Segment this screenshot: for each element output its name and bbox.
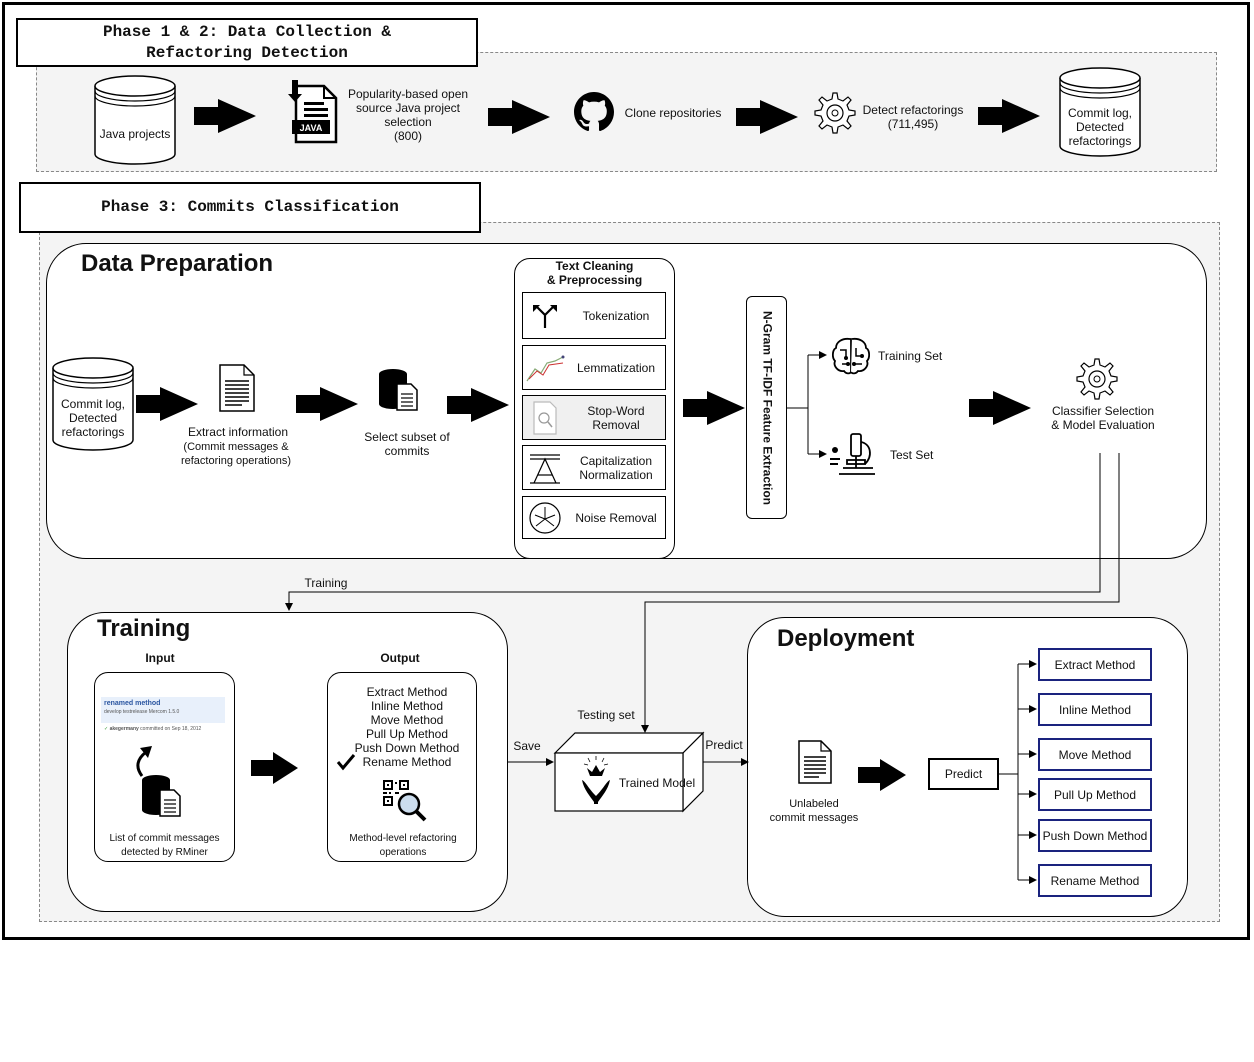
commit-meta: committed on Sep 18, 2012 <box>140 726 202 732</box>
database-icon <box>1059 67 1141 157</box>
detect-label: Detect refactorings (711,495) <box>862 103 964 131</box>
commit-author: akegermany <box>109 726 139 732</box>
save-label: Save <box>513 739 541 753</box>
output-label: Output <box>380 651 420 665</box>
github-icon <box>574 92 614 132</box>
test-set-label: Test Set <box>890 448 934 462</box>
database-document-icon <box>142 775 181 817</box>
phase3-title: Phase 3: Commits Classification <box>19 182 481 233</box>
tokenization-label: Tokenization <box>582 308 650 323</box>
deploy-output-move-method: Move Method <box>1038 738 1152 771</box>
phase12-title: Phase 1 & 2: Data Collection & Refactori… <box>16 18 478 67</box>
commit-meta-line: ✓ akegermany committed on Sep 18, 2012 <box>104 726 202 732</box>
lemmatization-label: Lemmatization <box>576 360 656 375</box>
crown-hands-icon <box>582 756 610 804</box>
training-flow-label: Training <box>304 576 348 590</box>
subset-label: Select subset of commits <box>364 430 450 458</box>
output-item: Move Method <box>370 713 444 727</box>
capitalization-box: Capitalization Normalization <box>522 445 666 490</box>
output-item: Push Down Method <box>354 741 460 755</box>
java-icon-text: JAVA <box>300 123 323 133</box>
deploy-output-inline-method: Inline Method <box>1038 693 1152 726</box>
commit-tag-3: Mercom 1.5.0 <box>148 709 180 715</box>
deploy-output-push-down-method: Push Down Method <box>1038 819 1152 852</box>
deploy-output-pull-up-method: Pull Up Method <box>1038 778 1152 811</box>
training-set-label: Training Set <box>878 349 943 363</box>
lemmatization-box: Lemmatization <box>522 345 666 390</box>
checkmark-icon <box>336 754 356 771</box>
qr-search-icon <box>383 780 427 822</box>
output-item: Rename Method <box>362 755 452 769</box>
dp-commit-log-label: Commit log, Detected refactorings <box>60 397 125 439</box>
database-icon <box>94 75 176 165</box>
input-caption: List of commit messages detected by RMin… <box>109 833 220 858</box>
input-label: Input <box>145 651 175 665</box>
clone-label: Clone repositories <box>624 106 722 120</box>
testing-set-label: Testing set <box>577 708 635 722</box>
gear-icon <box>1076 358 1118 400</box>
output-item: Inline Method <box>370 699 444 713</box>
stop-word-label: Stop-Word Removal <box>587 403 645 432</box>
text-case-icon <box>530 453 560 484</box>
commit-title: renamed method <box>104 700 161 707</box>
output-box <box>327 672 477 862</box>
deployment-title: Deployment <box>777 625 915 652</box>
output-item: Extract Method <box>366 685 448 699</box>
text-cleaning-title: Text Cleaning & Preprocessing <box>546 259 643 287</box>
java-file-icon: JAVA <box>288 80 338 144</box>
chart-line-icon <box>526 355 565 381</box>
gear-icon <box>814 92 856 134</box>
tokenization-box: Tokenization <box>522 292 666 339</box>
trained-model-label: Trained Model <box>618 776 696 790</box>
document-icon <box>219 364 255 412</box>
extract-sub-label: (Commit messages & refactoring operation… <box>180 441 292 467</box>
ngram-label: N-Gram TF-IDF Feature Extraction <box>760 310 775 506</box>
curved-arrow-icon <box>136 746 152 777</box>
commit-card: renamed method develop testrelease Merco… <box>101 697 225 723</box>
output-list: Extract Method Inline Method Move Method… <box>340 685 474 769</box>
noise-removal-box: Noise Removal <box>522 496 666 539</box>
popularity-label: Popularity-based open source Java projec… <box>347 87 469 143</box>
document-search-icon <box>533 400 557 435</box>
diagram-frame <box>2 2 1250 940</box>
noise-removal-label: Noise Removal <box>575 510 657 525</box>
commit-tag-1: develop <box>104 709 122 715</box>
unlabeled-label: Unlabeled commit messages <box>769 798 859 824</box>
brain-icon <box>831 337 871 375</box>
capitalization-label: Capitalization Normalization <box>579 453 653 482</box>
asterisk-icon <box>529 501 561 534</box>
stop-word-box: Stop-Word Removal <box>522 395 666 440</box>
commit-tag-2: testrelease <box>122 709 148 715</box>
deploy-output-rename-method: Rename Method <box>1038 864 1152 897</box>
java-projects-label: Java projects <box>99 127 171 141</box>
extract-label: Extract information <box>187 425 289 439</box>
output-item: Pull Up Method <box>365 727 449 741</box>
trained-model-box <box>553 731 705 813</box>
predict-edge-label: Predict <box>705 738 743 752</box>
document-icon <box>798 740 832 784</box>
output-caption: Method-level refactoring operations <box>349 833 457 858</box>
commit-log-label: Commit log, Detected refactorings <box>1067 106 1132 148</box>
data-preparation-title: Data Preparation <box>81 250 274 277</box>
training-title: Training <box>97 615 191 642</box>
classifier-label: Classifier Selection & Model Evaluation <box>1051 404 1155 432</box>
deploy-output-extract-method: Extract Method <box>1038 648 1152 681</box>
microscope-icon <box>830 433 875 475</box>
fork-icon <box>533 304 557 328</box>
database-document-icon <box>379 369 418 411</box>
predict-box: Predict <box>928 758 999 790</box>
database-icon <box>52 357 134 451</box>
